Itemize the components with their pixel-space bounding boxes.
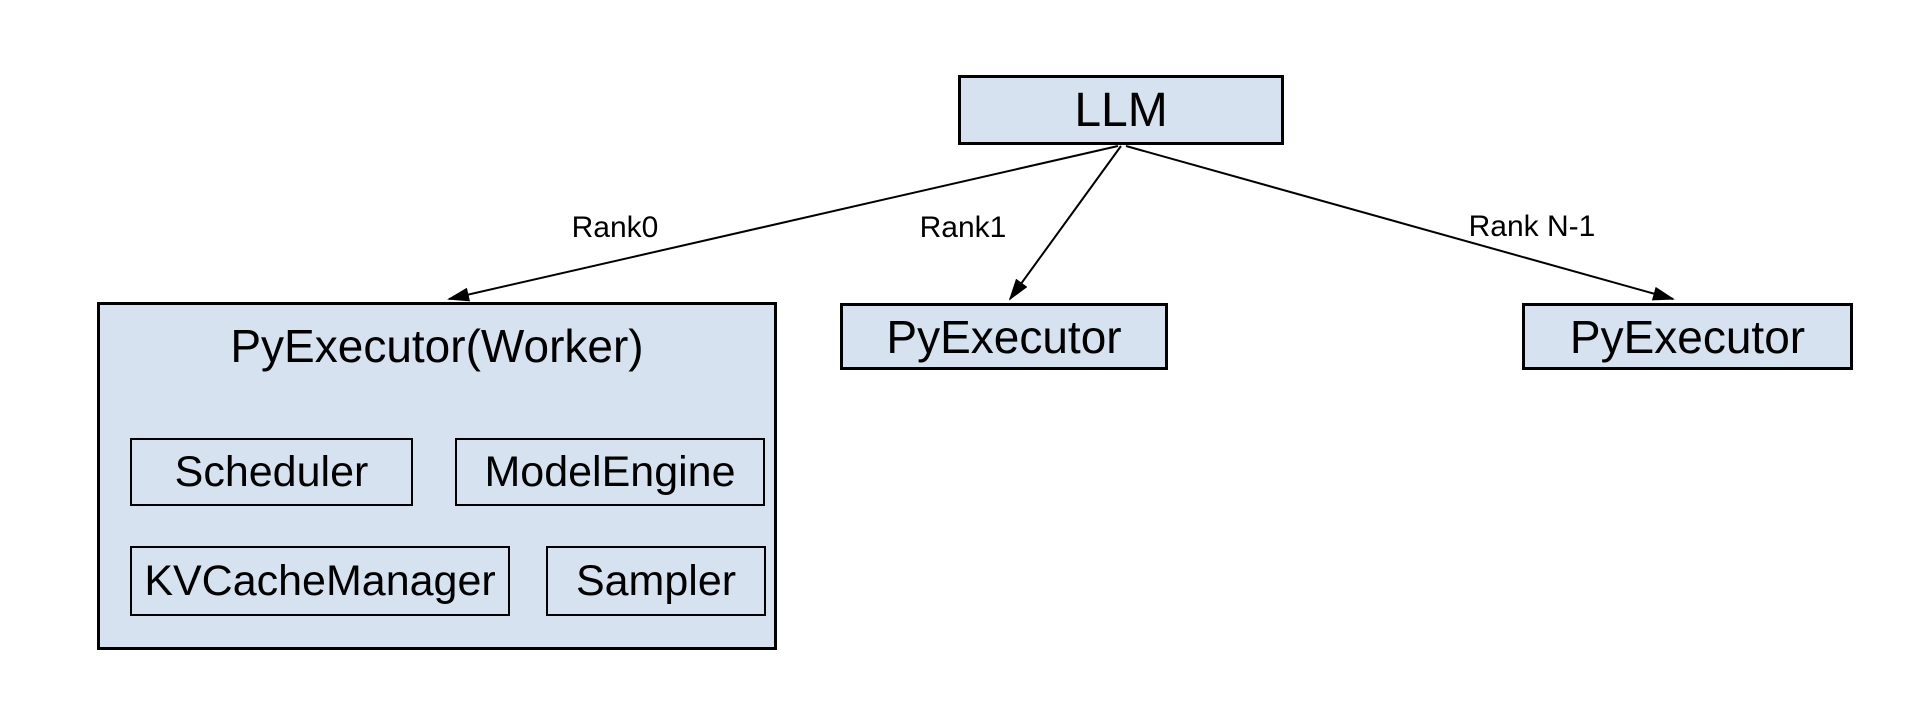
edge-label-rank0: Rank0 [571, 211, 659, 244]
node-sampler-label: Sampler [575, 556, 737, 605]
node-pyexecutor-rank1: PyExecutor [840, 303, 1168, 370]
node-kvcachemanager-label: KVCacheManager [144, 556, 496, 605]
node-scheduler: Scheduler [130, 438, 413, 506]
node-pyexecutor-worker: PyExecutor(Worker) Scheduler ModelEngine… [97, 302, 777, 650]
node-pyexecutor-rank1-label: PyExecutor [886, 310, 1122, 363]
edge-label-rank-n-1: Rank N-1 [1468, 210, 1596, 243]
edge-label-rank1: Rank1 [919, 211, 1007, 244]
node-llm-label: LLM [1074, 83, 1168, 137]
node-scheduler-label: Scheduler [174, 447, 369, 496]
node-pyexecutor-rank-n-1-label: PyExecutor [1569, 310, 1806, 363]
node-modelengine-label: ModelEngine [484, 447, 736, 496]
node-pyexecutor-rank-n-1: PyExecutor [1522, 303, 1853, 370]
node-sampler: Sampler [546, 546, 766, 616]
node-kvcachemanager: KVCacheManager [130, 546, 510, 616]
node-pyexecutor-worker-label: PyExecutor(Worker) [230, 320, 644, 372]
node-llm: LLM [958, 75, 1284, 145]
node-modelengine: ModelEngine [455, 438, 765, 506]
